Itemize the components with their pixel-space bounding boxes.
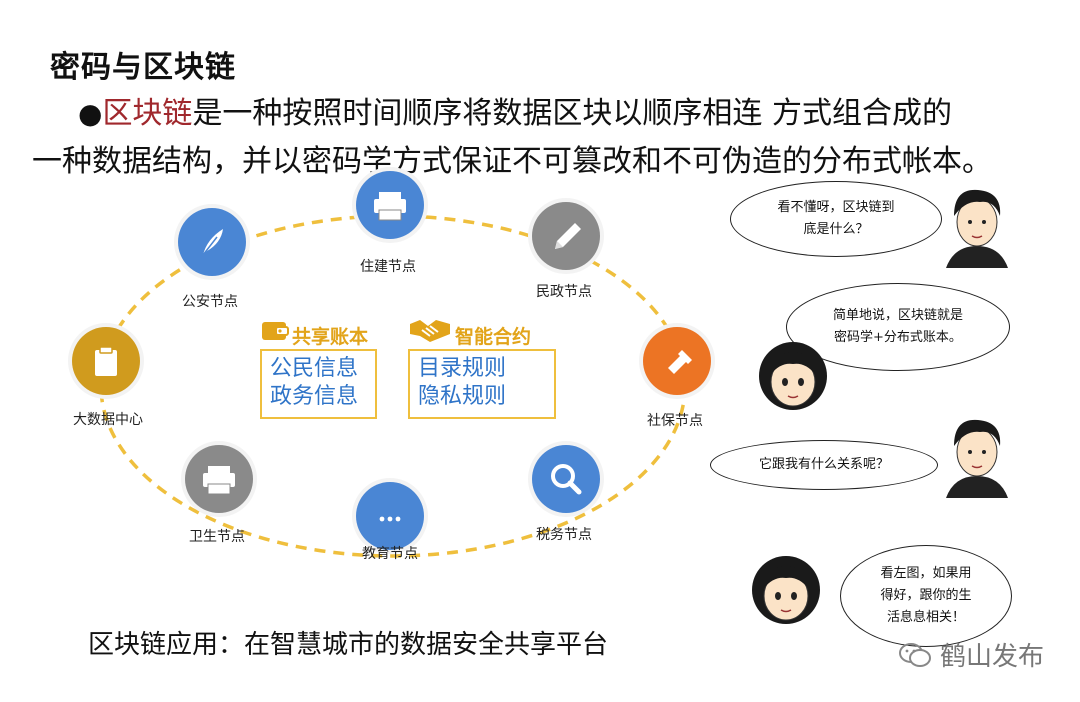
woman-avatar bbox=[759, 342, 827, 410]
watermark-text: 鹤山发布 bbox=[939, 642, 1044, 672]
contract-heading: 智能合约 bbox=[455, 326, 532, 348]
flashlight-icon bbox=[639, 323, 715, 399]
printer-icon bbox=[181, 441, 257, 517]
bubble-line: 底是什么？ bbox=[803, 222, 869, 237]
bubble-line: 密码学+分布式账本。 bbox=[834, 330, 962, 345]
watermark: 鹤山发布 bbox=[898, 636, 1044, 673]
node-label: 公安节点 bbox=[182, 294, 238, 310]
definition-line-1-rest: 是一种按照时间顺序将数据区块以顺序相连 方式组合成的 bbox=[192, 96, 952, 131]
node-label: 民政节点 bbox=[536, 284, 592, 300]
node-label: 社保节点 bbox=[647, 413, 703, 429]
man-avatar bbox=[946, 189, 1008, 268]
network-node bbox=[351, 166, 429, 244]
ellipsis-icon bbox=[352, 478, 428, 554]
node-label: 大数据中心 bbox=[73, 412, 143, 428]
network-node bbox=[180, 440, 258, 518]
node-label: 教育节点 bbox=[362, 546, 418, 562]
definition-text: ●区块链是一种按照时间顺序将数据区块以顺序相连 方式组合成的 一种数据结构，并以… bbox=[32, 90, 1072, 186]
search-icon bbox=[528, 441, 604, 517]
network-node bbox=[351, 477, 429, 555]
network-node bbox=[527, 440, 605, 518]
bubble-line: 它跟我有什么关系呢？ bbox=[758, 457, 889, 472]
clipboard-icon bbox=[68, 323, 144, 399]
handshake-icon bbox=[410, 320, 450, 342]
man-avatar bbox=[946, 419, 1008, 498]
keyword-blockchain: 区块链 bbox=[102, 96, 193, 131]
bubble-line: 简单地说，区块链就是 bbox=[832, 308, 963, 323]
bullet: ● bbox=[78, 97, 103, 130]
page-title: 密码与区块链 bbox=[50, 50, 236, 85]
caption: 区块链应用：在智慧城市的数据安全共享平台 bbox=[88, 630, 609, 660]
contract-item: 隐私规则 bbox=[418, 384, 507, 409]
node-label: 住建节点 bbox=[360, 259, 416, 275]
ledger-item: 公民信息 bbox=[270, 356, 359, 381]
node-label: 卫生节点 bbox=[189, 529, 245, 545]
speech-bubble: 看不懂呀，区块链到底是什么？ bbox=[730, 181, 942, 257]
wallet-icon bbox=[262, 322, 289, 340]
contract-item: 目录规则 bbox=[418, 356, 507, 381]
printer-icon bbox=[352, 167, 428, 243]
ledger-box: 公民信息 政务信息 bbox=[260, 349, 377, 419]
definition-line-1: ●区块链是一种按照时间顺序将数据区块以顺序相连 方式组合成的 bbox=[32, 90, 1072, 138]
network-node bbox=[173, 203, 251, 281]
definition-line-2: 一种数据结构，并以密码学方式保证不可篡改和不可伪造的分布式帐本。 bbox=[32, 144, 992, 179]
network-node bbox=[67, 322, 145, 400]
bubble-line: 得好，跟你的生 bbox=[880, 588, 972, 603]
network-node bbox=[527, 197, 605, 275]
wechat-icon bbox=[898, 642, 931, 667]
speech-bubble: 看左图，如果用得好，跟你的生活息息相关！ bbox=[840, 545, 1012, 647]
bubble-line: 看左图，如果用 bbox=[880, 566, 972, 581]
bubble-line: 活息息相关！ bbox=[886, 610, 965, 625]
network-node bbox=[638, 322, 716, 400]
ledger-heading: 共享账本 bbox=[292, 326, 369, 348]
node-label: 税务节点 bbox=[536, 527, 592, 543]
feather-icon bbox=[174, 204, 250, 280]
contract-box: 目录规则 隐私规则 bbox=[408, 349, 556, 419]
speech-bubble: 简单地说，区块链就是密码学+分布式账本。 bbox=[786, 283, 1010, 371]
pencil-icon bbox=[528, 198, 604, 274]
ledger-item: 政务信息 bbox=[270, 384, 359, 409]
speech-bubble: 它跟我有什么关系呢？ bbox=[710, 440, 938, 490]
woman-avatar bbox=[752, 556, 820, 624]
bubble-line: 看不懂呀，区块链到 bbox=[777, 200, 895, 215]
